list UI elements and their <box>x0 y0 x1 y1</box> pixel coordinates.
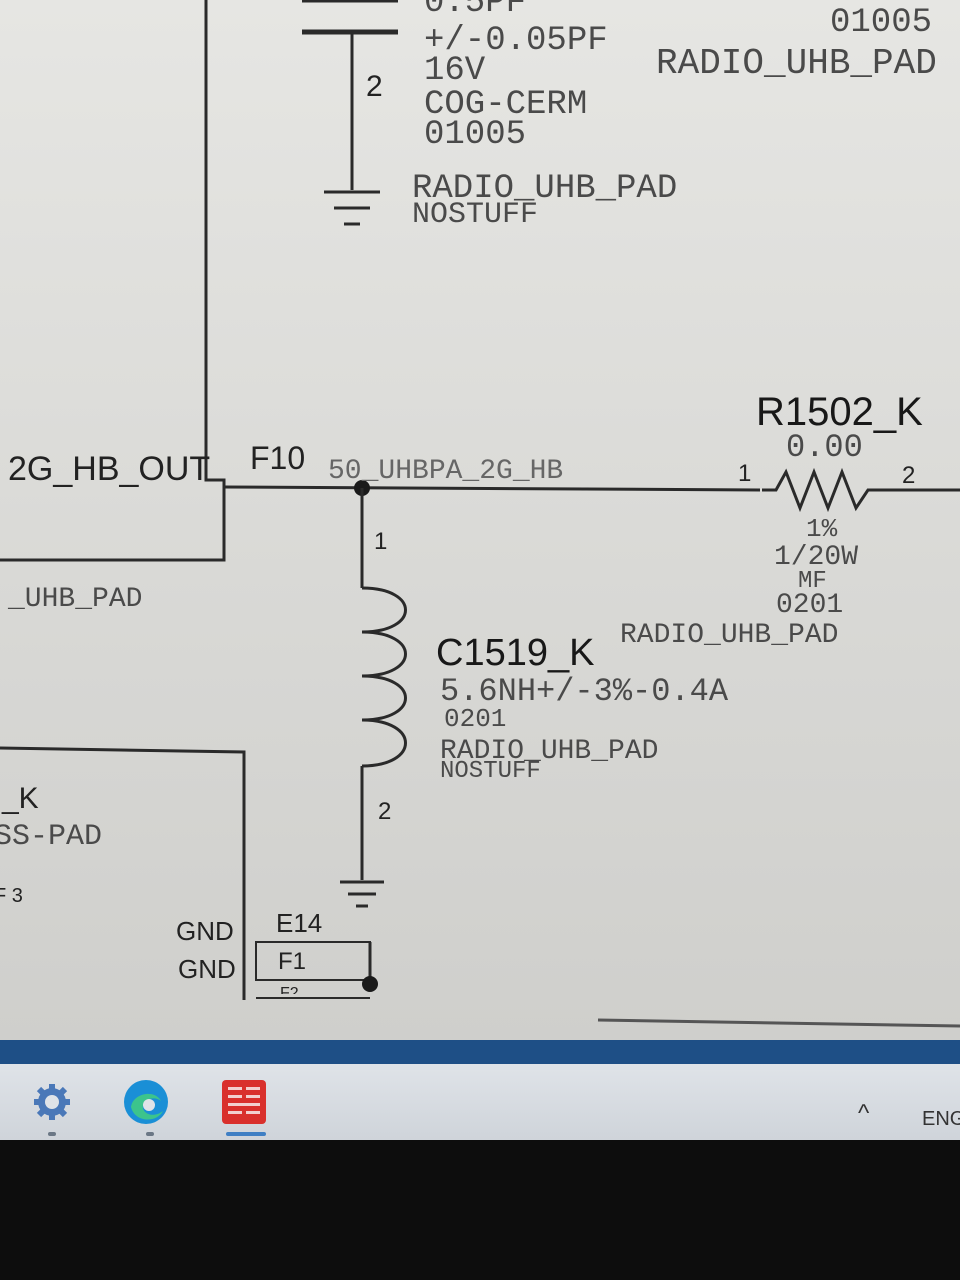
resistor-value: 0.00 <box>786 429 863 466</box>
gnd-pin-box <box>255 941 371 981</box>
resistor-pin-1: 1 <box>738 460 752 487</box>
resistor-bom-group: RADIO_UHB_PAD <box>620 620 839 651</box>
schematic-viewer[interactable]: 0.5PF +/-0.05PF 16V COG-CERM 01005 2 RAD… <box>0 0 960 1040</box>
inductor-bom-group: RADIO_UHB_PAD <box>440 736 659 767</box>
window-bottom-edge <box>0 1040 960 1064</box>
lower-chip-block-outline <box>0 746 246 1000</box>
settings-indicator <box>48 1132 56 1136</box>
gnd-net-label-1: GND <box>176 916 234 946</box>
schematic-canvas <box>0 0 960 1028</box>
monitor-bezel <box>0 1140 960 1280</box>
left-partial-sheet: F 3 <box>0 885 23 907</box>
resistor-power: 1/20W <box>774 542 859 573</box>
resistor-refdes[interactable]: R1502_K <box>756 390 923 434</box>
top-right-bom-group: RADIO_UHB_PAD <box>656 43 937 84</box>
gnd-net-label-2: GND <box>178 954 236 984</box>
top-right-package: 01005 <box>830 4 933 42</box>
taskbar <box>0 1064 960 1140</box>
resistor-pin-2: 2 <box>902 462 916 489</box>
cap-voltage: 16V <box>424 52 486 90</box>
left-partial-pad: SS-PAD <box>0 820 103 854</box>
gnd-pin-label-2: F1 <box>278 948 307 975</box>
inductor-pin-2: 2 <box>378 798 392 825</box>
cap-value: 0.5PF <box>424 0 527 22</box>
cap-bom-group: RADIO_UHB_PAD <box>412 170 678 208</box>
resistor-type: MF <box>798 568 827 595</box>
app-icon[interactable] <box>218 1076 270 1128</box>
inductor-coils <box>361 586 407 768</box>
chip-block-outline <box>0 0 226 562</box>
inductor-pin-1: 1 <box>374 528 388 555</box>
net-name-label[interactable]: 50_UHBPA_2G_HB <box>328 456 564 487</box>
cap-stuff-option: NOSTUFF <box>412 198 539 232</box>
cap-dielectric: COG-CERM <box>424 86 588 124</box>
inductor-value: 5.6NH+/-3%-0.4A <box>440 673 729 710</box>
language-indicator[interactable]: ENG <box>922 1108 960 1130</box>
edge-browser-icon[interactable] <box>120 1076 172 1128</box>
net-wire <box>223 485 761 492</box>
right-divider-line <box>597 1018 960 1028</box>
resistor-package: 0201 <box>776 590 844 621</box>
resistor-tolerance: 1% <box>806 514 838 544</box>
left-partial-bom-group: _UHB_PAD <box>8 584 143 615</box>
tray-chevron-icon[interactable]: ^ <box>858 1100 870 1127</box>
cap-package: 01005 <box>424 116 527 154</box>
edge-indicator <box>146 1132 154 1136</box>
chip-port-label: 2G_HB_OUT <box>8 450 211 488</box>
left-partial-refdes: _K <box>2 782 39 815</box>
inductor-stuff-option: NOSTUFF <box>440 758 541 785</box>
gnd-pin-label-3: F2 <box>280 986 299 994</box>
chip-pin-name: F10 <box>250 440 306 476</box>
inductor-package: 0201 <box>444 704 507 734</box>
inductor-refdes[interactable]: C1519_K <box>436 632 595 674</box>
cap-pin-2: 2 <box>366 70 383 103</box>
app-active-indicator <box>226 1132 266 1136</box>
resistor-zigzag <box>762 467 960 513</box>
gnd-pin-label-1: E14 <box>276 908 323 938</box>
gnd-junction-dot <box>362 976 378 992</box>
settings-icon[interactable] <box>26 1076 78 1128</box>
cap-tolerance: +/-0.05PF <box>424 22 608 60</box>
